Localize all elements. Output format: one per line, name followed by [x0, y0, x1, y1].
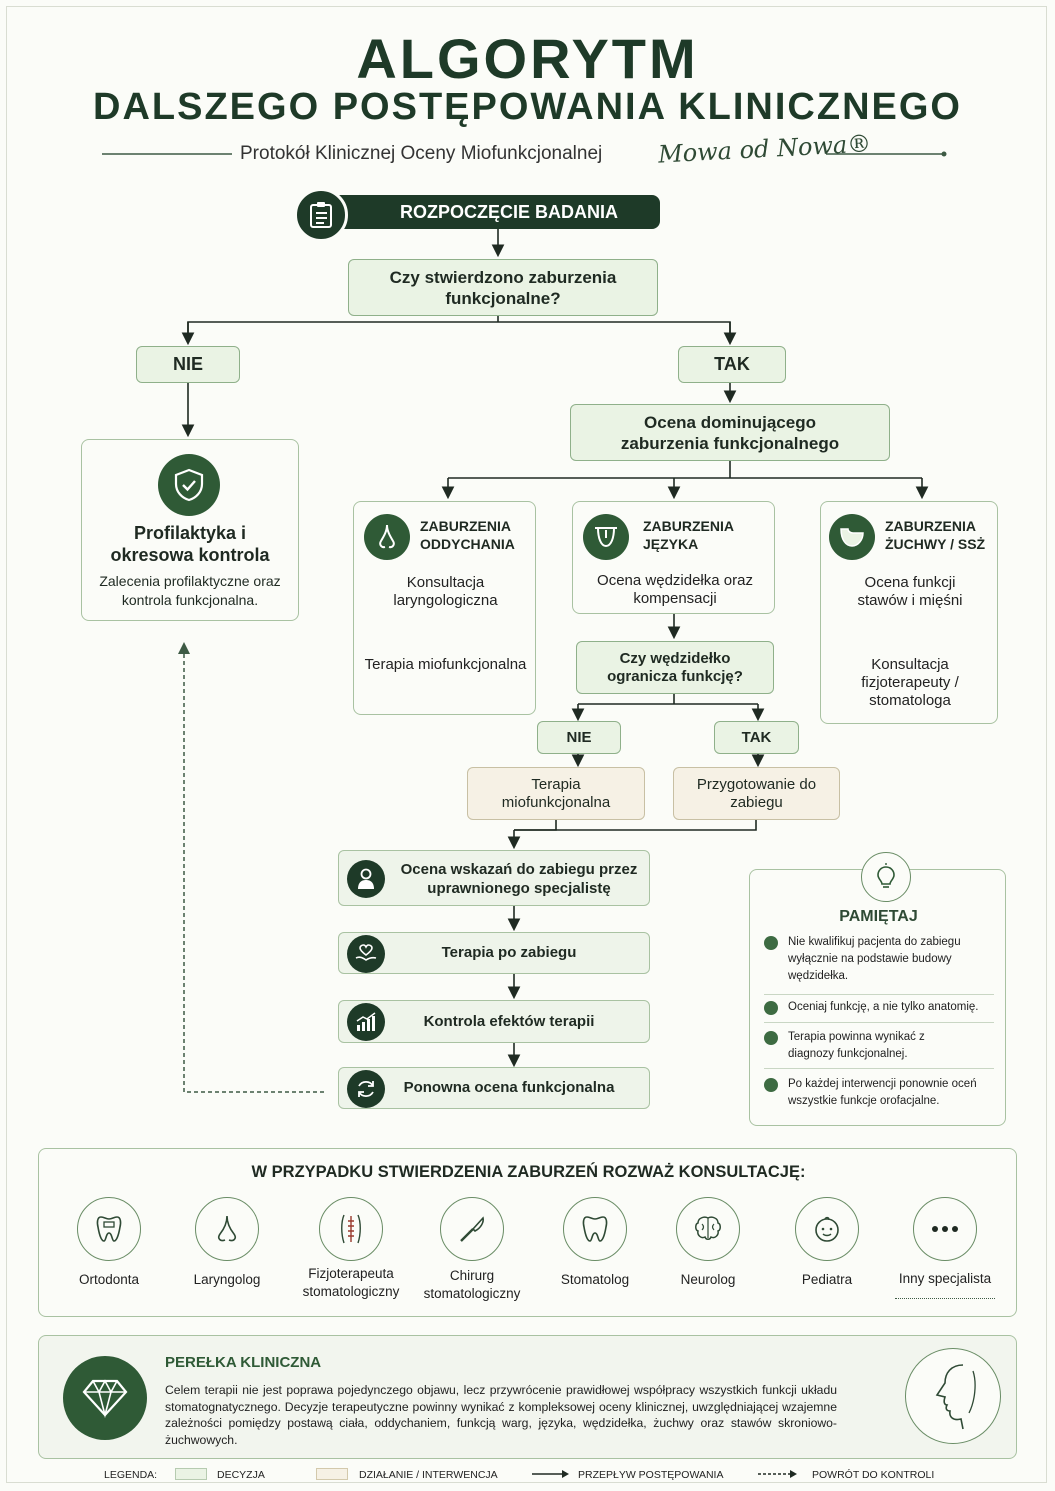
legend-action-swatch — [316, 1468, 348, 1480]
pearl-text: Celem terapii nie jest poprawa pojedyncz… — [165, 1383, 837, 1447]
tooth-braces-icon — [77, 1197, 141, 1261]
legend-return: POWRÓT DO KONTROLI — [812, 1469, 935, 1481]
consult-physiotherapist: Fizjoterapeuta stomatologiczny — [291, 1197, 411, 1301]
step-control-label: Kontrola efektów terapii — [423, 1013, 595, 1030]
brain-icon — [676, 1197, 740, 1261]
remember-item: Terapia powinna wynikać z diagnozy funkc… — [764, 1029, 994, 1063]
page-title-line2: DALSZEGO POSTĘPOWANIA KLINICZNEGO — [93, 86, 962, 128]
scalpel-icon — [440, 1197, 504, 1261]
tooth-icon — [563, 1197, 627, 1261]
remember-item: Po każdej interwencji ponownie oceń wszy… — [764, 1076, 994, 1110]
legend-flow-arrow — [532, 1470, 569, 1478]
specialist-icon — [347, 860, 385, 898]
step-therapy-control: Kontrola efektów terapii — [338, 1000, 650, 1043]
decision-no-frenulum: NIE — [537, 721, 621, 754]
divider — [764, 1022, 994, 1023]
tongue-disorders-card: ZABURZENIA JĘZYKA Ocena wędzidełka oraz … — [572, 501, 775, 614]
consult-pediatrician: Pediatra — [777, 1197, 877, 1287]
legend-decision: DECYZJA — [217, 1469, 265, 1481]
legend-flow: PRZEPŁYW POSTĘPOWANIA — [578, 1469, 724, 1481]
dominant-disorder-assessment: Ocena dominującego zaburzenia funkcjonal… — [570, 404, 890, 461]
divider — [764, 1068, 994, 1069]
decision-yes: TAK — [678, 346, 786, 383]
step-reassess-label: Ponowna ocena funkcjonalna — [403, 1079, 615, 1096]
nose-icon — [195, 1197, 259, 1261]
more-icon — [913, 1197, 977, 1261]
page-title: ALGORYTM — [356, 27, 699, 90]
breathing-disorders-card: ZABURZENIA ODDYCHANIA Konsultacja laryng… — [353, 501, 536, 715]
baby-icon — [795, 1197, 859, 1261]
decision-yes-frenulum: TAK — [714, 721, 799, 754]
clipboard-icon — [294, 188, 348, 242]
decision-no: NIE — [136, 346, 240, 383]
step-indication-label: Ocena wskazań do zabiegu przez uprawnion… — [400, 861, 638, 897]
step-post-surgery-therapy: Terapia po zabiegu — [338, 932, 650, 974]
step-post-therapy-label: Terapia po zabiegu — [441, 944, 577, 961]
remember-item: Oceniaj funkcję, a nie tylko anatomię. — [764, 999, 994, 1016]
check-icon — [764, 936, 778, 950]
legend-action: DZIAŁANIE / INTERWENCJA — [359, 1469, 498, 1481]
lightbulb-icon — [861, 852, 911, 902]
tongue-step-frenulum: Ocena wędzidełka oraz kompensacji — [597, 572, 753, 607]
decision-frenulum-limits: Czy wędzidełko ogranicza funkcję? — [576, 641, 774, 694]
remember-item: Nie kwalifikuj pacjenta do zabiegu wyłąc… — [764, 934, 994, 985]
consultation-title: W PRZYPADKU STWIERDZENIA ZABURZEŃ ROZWAŻ… — [251, 1163, 806, 1181]
face-profile-icon — [905, 1348, 1001, 1444]
spine-icon — [319, 1197, 383, 1261]
start-banner: ROZPOCZĘCIE BADANIA — [318, 195, 660, 229]
consult-dentist: Stomatolog — [545, 1197, 645, 1287]
page-subtitle: Protokół Klinicznej Oceny Miofunkcjonaln… — [240, 143, 603, 164]
action-surgery-prep: Przygotowanie do zabiegu — [673, 767, 840, 820]
prophylaxis-title: Profilaktyka i okresowa kontrola — [110, 523, 270, 565]
page-frame — [6, 6, 1047, 1483]
clinical-pearl-panel: PEREŁKA KLINICZNA Celem terapii nie jest… — [38, 1335, 1017, 1459]
divider — [764, 994, 994, 995]
shield-check-icon — [158, 454, 220, 516]
jaw-step-joints: Ocena funkcji stawów i mięśni — [857, 574, 963, 609]
refresh-icon — [347, 1070, 385, 1108]
nose-icon — [364, 514, 410, 560]
step-reassessment: Ponowna ocena funkcjonalna — [338, 1067, 650, 1109]
consult-neurologist: Neurolog — [658, 1197, 758, 1287]
consult-orthodontist: Ortodonta — [59, 1197, 159, 1287]
consultation-panel: W PRZYPADKU STWIERDZENIA ZABURZEŃ ROZWAŻ… — [38, 1148, 1017, 1317]
legend-return-arrow — [758, 1470, 797, 1478]
jaw-step-consult: Konsultacja fizjoterapeuty / stomatologa — [861, 656, 959, 709]
consult-laryngologist: Laryngolog — [177, 1197, 277, 1287]
legend-decision-swatch — [175, 1468, 207, 1480]
start-label: ROZPOCZĘCIE BADANIA — [399, 201, 618, 222]
dotted-line — [895, 1298, 995, 1299]
check-icon — [764, 1031, 778, 1045]
decision-functional-disorders: Czy stwierdzono zaburzenia funkcjonalne? — [348, 259, 658, 316]
jaw-title: ZABURZENIA ŻUCHWY / SSŻ — [885, 518, 986, 552]
step-indication-assessment: Ocena wskazań do zabiegu przez uprawnion… — [338, 850, 650, 906]
remember-panel: PAMIĘTAJ Nie kwalifikuj pacjenta do zabi… — [749, 852, 1006, 1126]
breathing-step-laryngology: Konsultacja laryngologiczna — [393, 574, 498, 609]
prophylaxis-text: Zalecenia profilaktyczne oraz kontrola f… — [99, 573, 281, 608]
diamond-icon — [63, 1356, 147, 1440]
tongue-icon — [583, 514, 629, 560]
breathing-step-therapy: Terapia miofunkcjonalna — [364, 656, 527, 673]
tongue-title: ZABURZENIA JĘZYKA — [643, 518, 734, 552]
action-myofunctional-therapy: Terapia miofunkcjonalna — [467, 767, 645, 820]
breathing-title: ZABURZENIA ODDYCHANIA — [420, 518, 515, 552]
jaw-disorders-card: ZABURZENIA ŻUCHWY / SSŻ Ocena funkcji st… — [820, 501, 998, 724]
heart-hand-icon — [347, 935, 385, 973]
consult-other: Inny specjalista — [891, 1197, 999, 1299]
jaw-icon — [829, 514, 875, 560]
chart-growth-icon — [347, 1003, 385, 1041]
consult-oral-surgeon: Chirurg stomatologiczny — [414, 1197, 530, 1303]
pearl-title: PEREŁKA KLINICZNA — [165, 1354, 322, 1371]
prophylaxis-card: Profilaktyka i okresowa kontrola Zalecen… — [81, 439, 299, 621]
remember-title: PAMIĘTAJ — [839, 908, 918, 925]
check-icon — [764, 1078, 778, 1092]
legend-label: LEGENDA: — [104, 1469, 158, 1481]
check-icon — [764, 1001, 778, 1015]
